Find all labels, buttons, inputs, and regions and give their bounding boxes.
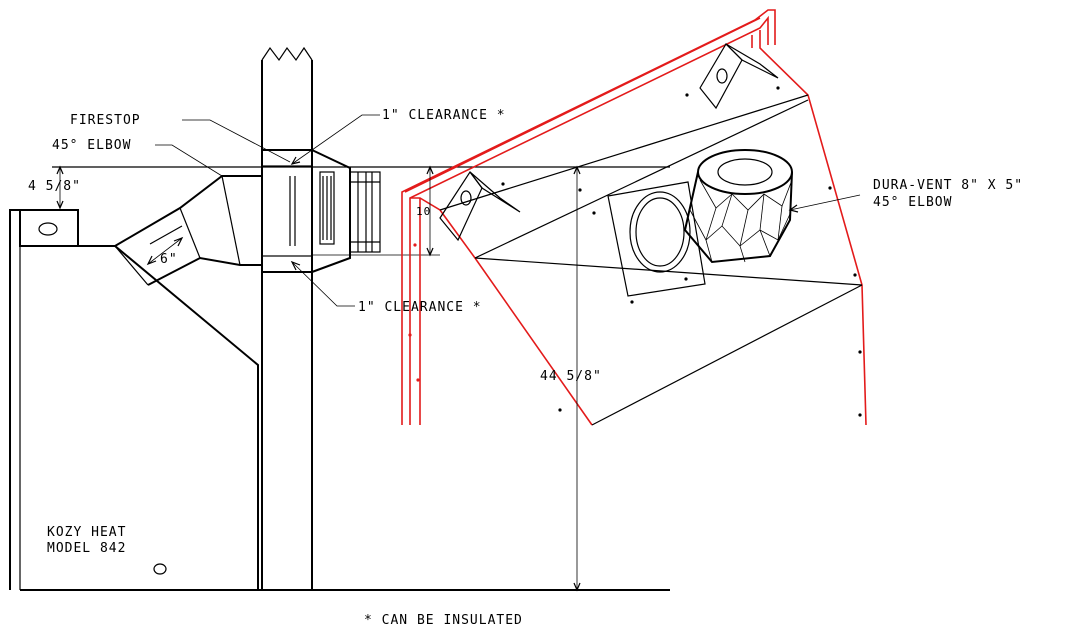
horizontal-connector xyxy=(311,149,381,273)
elbow-45-label: 45° ELBOW xyxy=(52,138,131,153)
fireplace-hole-lower-icon xyxy=(153,563,167,575)
dimension-lines xyxy=(56,165,581,592)
inner-elbow xyxy=(114,175,262,286)
clearance-bottom-label: 1" CLEARANCE * xyxy=(358,300,482,315)
fireplace-hole-icon xyxy=(38,222,58,236)
chimney-pipe xyxy=(261,46,313,590)
duravent-label-line1: DURA-VENT 8" X 5" xyxy=(873,178,1023,193)
insulation-note: * CAN BE INSULATED xyxy=(364,613,523,628)
firestop-label: FIRESTOP xyxy=(70,113,141,128)
leader-lines xyxy=(155,114,861,307)
dim-height-label: 44 5/8" xyxy=(540,369,602,384)
fastener-dots xyxy=(408,86,862,417)
dim-top-label: 4 5/8" xyxy=(28,179,81,194)
firestop xyxy=(261,149,313,273)
dim-6-label: 6" xyxy=(160,252,178,267)
fireplace-body xyxy=(9,209,670,591)
dim-10-label: 10 xyxy=(416,205,431,218)
duravent-assembly xyxy=(607,149,793,297)
model-label-line1: KOZY HEAT xyxy=(47,525,126,540)
red-frame xyxy=(401,9,867,426)
hood-panel xyxy=(439,94,863,426)
duravent-label-line2: 45° ELBOW xyxy=(873,195,952,210)
model-label-line2: MODEL 842 xyxy=(47,541,126,556)
bracket-left xyxy=(439,170,521,242)
clearance-top-label: 1" CLEARANCE * xyxy=(382,108,506,123)
bracket-right xyxy=(699,43,779,110)
